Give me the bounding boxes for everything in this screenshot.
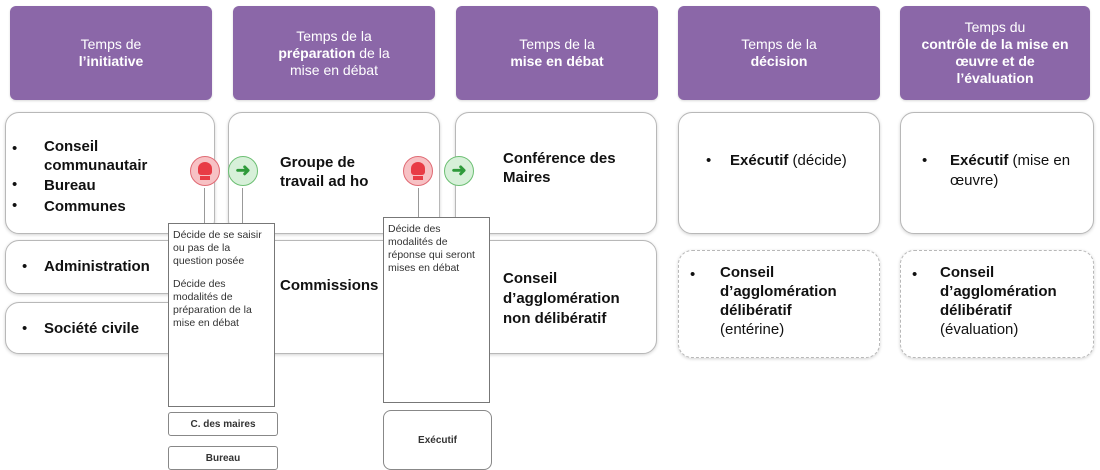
phase-line: Temps de la <box>519 36 595 52</box>
card-executif-decide <box>678 112 880 234</box>
bullet-dot: • <box>912 266 918 283</box>
phase-title: contrôle de la mise en œuvre et de l’éva… <box>921 36 1069 86</box>
phase-line: Temps de la <box>741 36 817 52</box>
actor-conseil-cont: communautair <box>44 157 148 174</box>
bullet-dot: • <box>12 140 18 157</box>
note-preparation: Décide des modalités de réponse qui sero… <box>383 217 490 403</box>
go-arrow-icon: ➜ <box>444 156 474 186</box>
actor-communes: Communes <box>44 198 126 215</box>
actor-groupe-travail-cont: travail ad ho <box>280 173 369 190</box>
note-text: Décide des modalités de préparation de l… <box>173 278 252 329</box>
actor-conseil-d-2: d’agglomération <box>720 283 837 300</box>
phase-title: préparation <box>278 44 356 61</box>
actor-conseil-e-note: (évaluation) <box>940 321 1019 338</box>
actor-conference-maires: Conférence des <box>503 150 616 167</box>
phase-title: mise en débat <box>510 53 604 69</box>
phase-title: décision <box>750 53 808 69</box>
stop-icon <box>403 156 433 186</box>
tag-executif: Exécutif <box>383 410 492 470</box>
tag-c-des-maires: C. des maires <box>168 412 278 436</box>
phase-line: de la <box>355 44 390 61</box>
actor-conference-maires-cont: Maires <box>503 169 551 186</box>
card-conference-maires <box>455 112 657 234</box>
note-initiative: Décide de se saisir ou pas de la questio… <box>168 223 275 407</box>
actor-conseil-nd: Conseil <box>503 270 558 287</box>
tag-bureau: Bureau <box>168 446 278 470</box>
actor-conseil-d-3: délibératif <box>720 302 792 319</box>
actor-groupe-travail: Groupe de <box>280 154 356 171</box>
bullet-dot: • <box>22 258 28 275</box>
actor-commissions: Commissions <box>280 277 379 294</box>
phase-line: Temps du <box>964 19 1026 35</box>
connector-line <box>418 188 419 218</box>
card-conseil-deliberatif-entérine <box>678 250 880 358</box>
card-initiative-actors <box>5 112 215 234</box>
actor-conseil-nd-3: non délibératif <box>503 310 607 327</box>
actor-conseil-e-3: délibératif <box>940 302 1012 319</box>
card-executif-mise-en-oeuvre <box>900 112 1094 234</box>
actor-executif-moe: Exécutif (mise en <box>950 152 1071 169</box>
stop-icon <box>190 156 220 186</box>
card-conseil-deliberatif-evaluation <box>900 250 1094 358</box>
actor-executif-moe-2: œuvre) <box>950 172 999 189</box>
bullet-dot: • <box>922 152 928 169</box>
note-text: Décide des modalités de réponse qui sero… <box>388 223 475 274</box>
actor-conseil-d-note: (entérine) <box>720 321 785 338</box>
phase-title: l’initiative <box>78 53 144 69</box>
actor-conseil: Conseil <box>44 138 99 155</box>
phase-line: Temps de la <box>296 27 372 44</box>
actor-conseil-e-2: d’agglomération <box>940 283 1057 300</box>
connector-line <box>204 188 205 224</box>
actor-conseil-nd-2: d’agglomération <box>503 290 620 307</box>
bullet-dot: • <box>706 152 712 169</box>
actor-bureau: Bureau <box>44 177 96 194</box>
actor-conseil-d: Conseil <box>720 264 775 281</box>
actor-societe-civile: Société civile <box>44 320 140 337</box>
bullet-dot: • <box>690 266 696 283</box>
phase-line: Temps de <box>80 36 142 52</box>
phase-line: mise en débat <box>290 61 378 78</box>
bullet-dot: • <box>22 320 28 337</box>
actor-executif-decide: Exécutif (décide) <box>730 152 847 169</box>
actor-conseil-e: Conseil <box>940 264 995 281</box>
bullet-dot: • <box>12 197 18 214</box>
connector-line <box>242 188 243 224</box>
actor-administration: Administration <box>44 258 150 275</box>
bullet-dot: • <box>12 176 18 193</box>
note-text: Décide de se saisir ou pas de la questio… <box>173 229 262 267</box>
go-arrow-icon: ➜ <box>228 156 258 186</box>
